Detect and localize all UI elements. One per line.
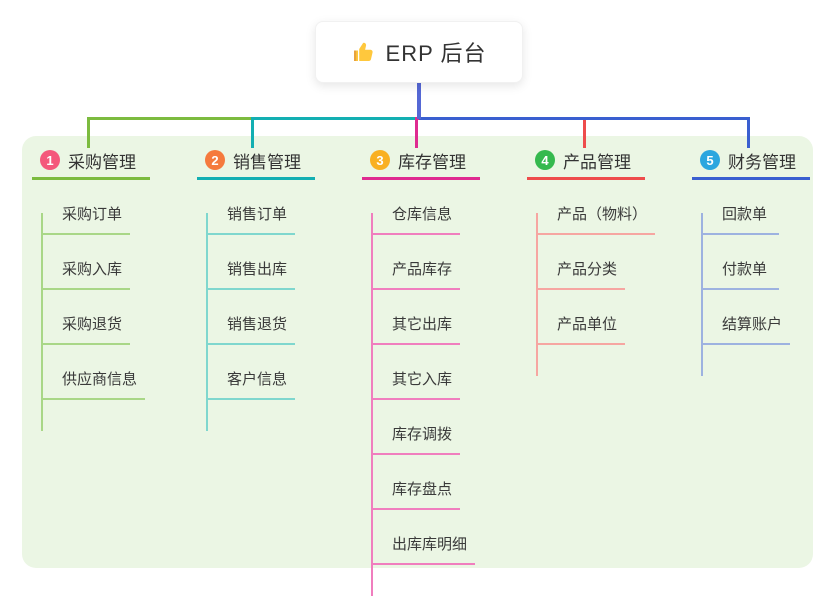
child-node[interactable]: 客户信息 [206,345,296,400]
child-node[interactable]: 结算账户 [701,290,791,345]
branch5-number-badge: 5 [700,150,720,170]
branch4-number-badge: 4 [535,150,555,170]
child-node[interactable]: 出库库明细 [371,510,476,565]
branch5-label: 财务管理 [728,152,796,172]
branch-purchase: 1 采购管理 采购订单 采购入库 采购退货 供应商信息 [32,147,190,431]
branch4-child-connector [536,213,538,376]
branch5-child-connector [701,213,703,376]
branch-inventory: 3 库存管理 仓库信息 产品库存 其它出库 其它入库 库存调拨 库存盘点 出库库… [362,147,520,596]
branch3-child-connector [371,213,373,596]
branch5-underline [692,177,810,180]
branch1-title[interactable]: 1 采购管理 [32,147,190,173]
branch-product: 4 产品管理 产品（物料） 产品分类 产品单位 [527,147,685,376]
branch3-label: 库存管理 [398,152,466,172]
root-connector [417,83,421,119]
branch4-children: 产品（物料） 产品分类 产品单位 [527,180,685,376]
connector-branch2 [251,117,422,120]
branch2-title[interactable]: 2 销售管理 [197,147,355,173]
child-node[interactable]: 销售出库 [206,235,296,290]
child-node[interactable]: 采购入库 [41,235,131,290]
branch-finance: 5 财务管理 回款单 付款单 结算账户 [692,147,839,376]
branch4-label: 产品管理 [563,152,631,172]
thumbs-up-icon [352,40,376,64]
branch2-number-badge: 2 [205,150,225,170]
root-node[interactable]: ERP 后台 [315,21,523,83]
child-node[interactable]: 采购退货 [41,290,131,345]
child-node[interactable]: 供应商信息 [41,345,146,400]
branch1-children: 采购订单 采购入库 采购退货 供应商信息 [32,180,190,431]
branch5-title[interactable]: 5 财务管理 [692,147,839,173]
child-node[interactable]: 销售退货 [206,290,296,345]
connector-drop-branch2 [251,117,254,148]
child-node[interactable]: 付款单 [701,235,779,290]
child-node[interactable]: 仓库信息 [371,180,461,235]
child-node[interactable]: 其它出库 [371,290,461,345]
branch3-title[interactable]: 3 库存管理 [362,147,520,173]
branch1-number-badge: 1 [40,150,60,170]
child-node[interactable]: 回款单 [701,180,779,235]
child-node[interactable]: 产品库存 [371,235,461,290]
child-node[interactable]: 产品单位 [536,290,626,345]
connector-drop-branch5 [747,117,750,148]
connector-branch5 [419,117,750,120]
root-node-label: ERP 后台 [385,41,487,66]
branch5-children: 回款单 付款单 结算账户 [692,180,839,376]
connector-drop-branch4 [583,117,586,148]
branch2-underline [197,177,315,180]
branch2-child-connector [206,213,208,431]
connector-drop-branch3 [415,117,418,148]
branch-sales: 2 销售管理 销售订单 销售出库 销售退货 客户信息 [197,147,355,431]
child-node[interactable]: 库存调拨 [371,400,461,455]
connector-drop-branch1 [87,117,90,148]
branch3-number-badge: 3 [370,150,390,170]
child-node[interactable]: 产品分类 [536,235,626,290]
branch2-label: 销售管理 [233,152,301,172]
branch1-child-connector [41,213,43,431]
branch4-underline [527,177,645,180]
branch3-children: 仓库信息 产品库存 其它出库 其它入库 库存调拨 库存盘点 出库库明细 [362,180,520,596]
child-node[interactable]: 销售订单 [206,180,296,235]
branch4-title[interactable]: 4 产品管理 [527,147,685,173]
child-node[interactable]: 库存盘点 [371,455,461,510]
branch1-label: 采购管理 [68,152,136,172]
child-node[interactable]: 产品（物料） [536,180,656,235]
branch3-underline [362,177,480,180]
branches-panel [22,136,813,568]
child-node[interactable]: 采购订单 [41,180,131,235]
child-node[interactable]: 其它入库 [371,345,461,400]
branch1-underline [32,177,150,180]
branch2-children: 销售订单 销售出库 销售退货 客户信息 [197,180,355,431]
